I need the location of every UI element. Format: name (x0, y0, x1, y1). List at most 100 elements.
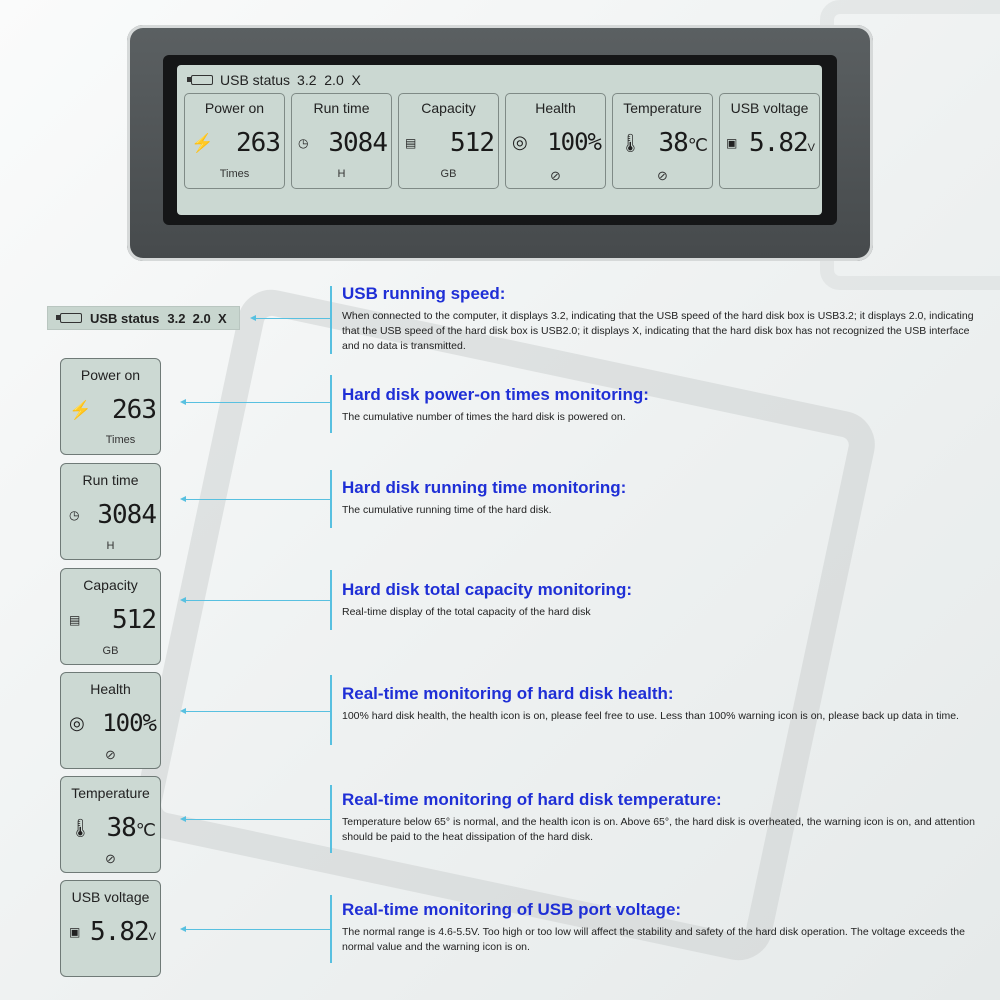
cell-value: 100% (102, 709, 157, 737)
voltage-icon: ▣ (726, 136, 738, 150)
connector-bar (330, 570, 332, 630)
device-front-panel: USB status 3.2 2.0 X Power on ⚡ 263 Time… (127, 25, 873, 261)
connector-bar (330, 286, 332, 354)
cell-title: USB voltage (730, 100, 809, 116)
power-plug-icon: ⚡ (69, 400, 92, 420)
warning-icon: ⊘ (105, 747, 116, 762)
warning-icon: ⊘ (550, 168, 561, 183)
section-text: When connected to the computer, it displ… (342, 310, 974, 352)
section-capacity: Hard disk total capacity monitoring: Rea… (342, 580, 982, 620)
cell-title: Capacity (83, 577, 138, 593)
voltage-icon: ▣ (69, 925, 81, 939)
cell-unit: ℃ (135, 820, 156, 840)
section-temperature: Real-time monitoring of hard disk temper… (342, 790, 982, 845)
usb-icon (56, 313, 82, 323)
thermometer-icon: 🌡 (619, 133, 642, 153)
cell-title: Run time (82, 472, 139, 488)
cell-unit: V (807, 142, 815, 154)
side-cell-capacity: Capacity ▤ 512 GB (60, 568, 161, 665)
disk-icon: ▤ (69, 613, 81, 627)
side-status-values: 3.2 2.0 X (167, 310, 227, 326)
section-heading: Real-time monitoring of USB port voltage… (342, 900, 682, 919)
connector-bar (330, 470, 332, 528)
thermometer-icon: 🌡 (69, 818, 92, 838)
cell-value: 5.82 (749, 128, 809, 158)
section-heading: Hard disk running time monitoring: (342, 478, 627, 497)
connector-arrow (250, 315, 330, 321)
side-cell-power-on: Power on ⚡ 263 Times (60, 358, 161, 455)
cell-unit: H (106, 540, 115, 552)
cell-value: 263 (236, 128, 281, 158)
section-text: The cumulative number of times the hard … (342, 411, 626, 423)
cell-title: Power on (80, 367, 141, 383)
section-heading: USB running speed: (342, 284, 506, 303)
screen-cell-usb-voltage: USB voltage ▣ 5.82V (719, 93, 820, 189)
connector-arrow (180, 708, 330, 714)
cell-title: Run time (313, 100, 370, 116)
cell-title: Power on (204, 100, 265, 116)
health-icon: ◎ (69, 713, 85, 733)
screen-cells: Power on ⚡ 263 Times Run time ◷ 3084 H (184, 93, 820, 189)
usb-icon (187, 75, 213, 85)
cell-value: 5.82 (90, 917, 150, 947)
screen-cell-temperature: Temperature 🌡 38℃ ⊘ (612, 93, 713, 189)
clock-icon: ◷ (298, 136, 309, 150)
cell-title: USB voltage (71, 889, 150, 905)
section-heading: Hard disk total capacity monitoring: (342, 580, 632, 599)
cell-unit: GB (440, 168, 457, 180)
power-plug-icon: ⚡ (191, 133, 214, 153)
cell-value: 100% (547, 128, 602, 156)
side-usb-status: USB status 3.2 2.0 X (47, 306, 240, 330)
connector-bar (330, 895, 332, 963)
section-text: The normal range is 4.6-5.5V. Too high o… (342, 926, 965, 953)
cell-unit: Times (219, 168, 250, 180)
screen-cell-power-on: Power on ⚡ 263 Times (184, 93, 285, 189)
side-cell-usb-voltage: USB voltage ▣ 5.82V (60, 880, 161, 977)
cell-title: Health (535, 100, 576, 116)
connector-bar (330, 675, 332, 745)
section-heading: Hard disk power-on times monitoring: (342, 385, 649, 404)
cell-value: 38 (106, 813, 136, 843)
health-icon: ◎ (512, 132, 528, 152)
side-cell-health: Health ◎ 100% ⊘ (60, 672, 161, 769)
connector-arrow (180, 597, 330, 603)
cell-value: 263 (112, 395, 157, 425)
screen-bezel: USB status 3.2 2.0 X Power on ⚡ 263 Time… (163, 55, 837, 225)
cell-value: 512 (112, 605, 157, 635)
screen-usb-status: USB status 3.2 2.0 X (187, 72, 361, 88)
screen-status-values: 3.2 2.0 X (297, 72, 361, 88)
connector-arrow (180, 399, 330, 405)
disk-icon: ▤ (405, 136, 417, 150)
section-power-on: Hard disk power-on times monitoring: The… (342, 385, 982, 425)
section-heading: Real-time monitoring of hard disk health… (342, 684, 674, 703)
cell-value: 3084 (97, 500, 157, 530)
lcd-screen: USB status 3.2 2.0 X Power on ⚡ 263 Time… (177, 65, 822, 215)
warning-icon: ⊘ (657, 168, 668, 183)
section-text: Real-time display of the total capacity … (342, 606, 591, 618)
section-text: Temperature below 65° is normal, and the… (342, 816, 975, 843)
screen-cell-health: Health ◎ 100% ⊘ (505, 93, 606, 189)
section-run-time: Hard disk running time monitoring: The c… (342, 478, 982, 518)
screen-cell-capacity: Capacity ▤ 512 GB (398, 93, 499, 189)
section-usb-speed: USB running speed: When connected to the… (342, 284, 982, 354)
connector-arrow (180, 926, 330, 932)
screen-status-label: USB status (220, 72, 291, 88)
section-heading: Real-time monitoring of hard disk temper… (342, 790, 722, 809)
section-health: Real-time monitoring of hard disk health… (342, 684, 982, 724)
section-text: 100% hard disk health, the health icon i… (342, 710, 959, 722)
cell-unit: H (337, 168, 346, 180)
cell-value: 512 (450, 128, 495, 158)
connector-bar (330, 785, 332, 853)
cell-unit: ℃ (687, 135, 708, 155)
connector-arrow (180, 496, 330, 502)
connector-bar (330, 375, 332, 433)
cell-unit: GB (102, 645, 119, 657)
cell-title: Temperature (623, 100, 702, 116)
cell-value: 3084 (328, 128, 388, 158)
clock-icon: ◷ (69, 508, 80, 522)
cell-title: Capacity (421, 100, 476, 116)
section-usb-voltage: Real-time monitoring of USB port voltage… (342, 900, 982, 955)
side-cell-temperature: Temperature 🌡 38℃ ⊘ (60, 776, 161, 873)
side-status-label: USB status (90, 310, 160, 326)
cell-title: Health (90, 681, 131, 697)
